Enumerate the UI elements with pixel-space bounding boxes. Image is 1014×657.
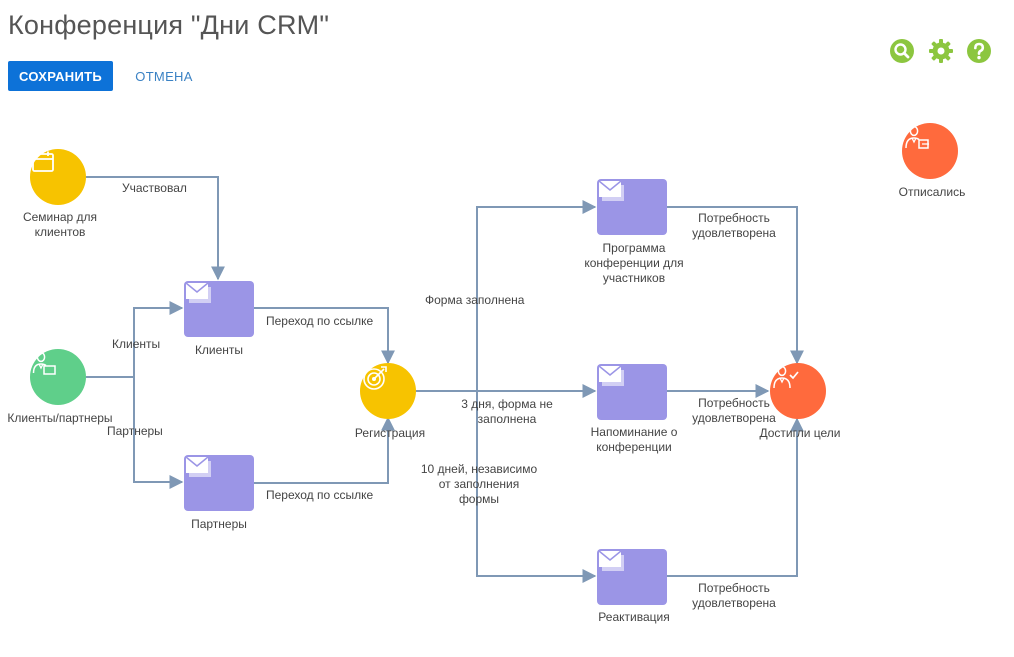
page-title: Конференция "Дни CRM" [8, 10, 330, 40]
node-seminar-label: Семинар для клиентов [22, 210, 98, 239]
node-registration[interactable] [360, 363, 416, 419]
edge-label-clients: Клиенты [112, 337, 161, 351]
node-goal-label: Достигли цели [759, 426, 841, 440]
edge-label-ten-days: 10 дней, независимо от заполнения формы [420, 462, 538, 506]
node-audience[interactable] [30, 349, 86, 405]
edge-partners-registration [253, 416, 395, 484]
node-audience-label: Клиенты/партнеры [7, 411, 113, 425]
node-reactivation-email-label: Реактивация [598, 610, 670, 624]
edge-label-three-days: 3 дня, форма не заполнена [461, 397, 553, 426]
email-icon [598, 550, 624, 571]
search-icon[interactable] [889, 38, 915, 64]
gear-icon[interactable] [928, 38, 954, 64]
edge-program-goal [667, 206, 804, 365]
email-icon [185, 282, 211, 303]
edge-label-need-met-program: Потребность удовлетворена [692, 211, 776, 240]
node-partners-email-label: Партнеры [191, 517, 247, 531]
email-icon [598, 365, 624, 386]
edge-audience-partners [133, 377, 184, 489]
node-unsubscribed[interactable] [902, 123, 958, 179]
edge-clients-registration [253, 307, 395, 365]
calendar-icon [32, 151, 54, 172]
edge-seminar-clients [86, 176, 225, 281]
save-button[interactable]: СОХРАНИТЬ [8, 61, 113, 91]
node-reminder-email-label: Напоминание о конференции [590, 425, 678, 454]
node-clients-email-label: Клиенты [194, 343, 244, 357]
node-clients-email[interactable] [184, 281, 254, 337]
node-seminar[interactable] [30, 149, 86, 205]
edge-label-need-met-reactivation: Потребность удовлетворена [692, 581, 776, 610]
target-icon [363, 366, 387, 390]
node-reactivation-email[interactable] [597, 549, 667, 605]
contact-exit-icon [905, 125, 929, 149]
edge-reactivation-goal [667, 417, 804, 577]
node-program-email[interactable] [597, 179, 667, 235]
node-reminder-email[interactable] [597, 364, 667, 420]
node-goal[interactable] [770, 363, 826, 419]
cancel-button[interactable]: ОТМЕНА [124, 61, 204, 91]
email-icon [598, 180, 624, 201]
edge-label-attended: Участвовал [122, 181, 187, 195]
edge-label-clients-link: Переход по ссылке [266, 314, 374, 328]
email-icon [185, 456, 211, 477]
edge-registration-reactivation [476, 391, 597, 583]
edge-label-need-met-reminder: Потребность удовлетворена [692, 396, 776, 425]
node-registration-label: Регистрация [354, 426, 426, 440]
edge-label-partners: Партнеры [107, 424, 163, 438]
edge-label-form-filled: Форма заполнена [425, 293, 525, 307]
edge-registration-program [476, 200, 597, 391]
node-partners-email[interactable] [184, 455, 254, 511]
node-unsubscribed-label: Отписались [898, 185, 966, 199]
contact-check-icon [773, 365, 799, 389]
edge-label-partners-link: Переход по ссылке [266, 488, 374, 502]
help-icon[interactable] [966, 38, 992, 64]
node-program-email-label: Программа конференции для участников [584, 241, 684, 285]
contacts-icon [32, 351, 56, 375]
edge-audience-clients [86, 301, 184, 378]
